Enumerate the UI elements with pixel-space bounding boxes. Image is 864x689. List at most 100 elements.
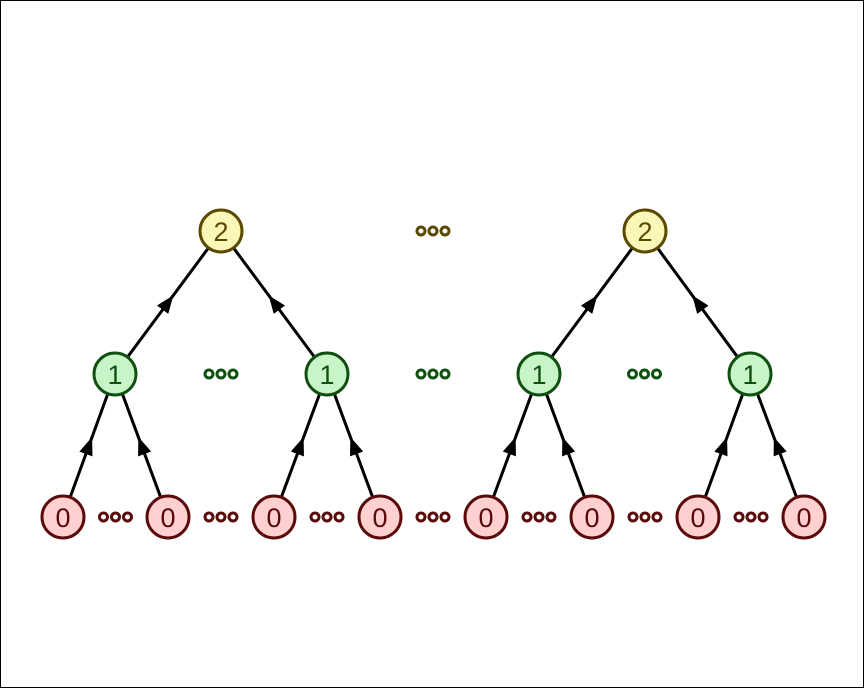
- node-level0-5: 0: [569, 494, 615, 540]
- ellipsis-level2-10: [415, 225, 451, 237]
- node-level0-7: 0: [781, 494, 827, 540]
- ellipsis-dot: [203, 511, 215, 523]
- ellipsis-level0-2: [309, 511, 345, 523]
- node-level2-1: 2: [622, 208, 668, 254]
- arrowhead-l0-0-to-l1-0: [79, 437, 93, 457]
- node-label: 0: [478, 503, 493, 533]
- node-level0-6: 0: [675, 494, 721, 540]
- arrowhead-l0-2-to-l1-1: [290, 437, 304, 457]
- node-circle: [569, 494, 615, 540]
- ellipsis-level0-4: [521, 511, 557, 523]
- ellipsis-dot: [427, 511, 439, 523]
- ellipsis-level0-1: [203, 511, 239, 523]
- node-level1-3: 1: [727, 351, 773, 397]
- node-circle: [251, 494, 297, 540]
- arrowhead-l1-2-to-l2-1: [581, 295, 598, 314]
- node-label: 1: [742, 360, 757, 390]
- ellipsis-dot: [415, 368, 427, 380]
- node-circle: [727, 351, 773, 397]
- node-level1-1: 1: [304, 351, 350, 397]
- node-label: 1: [319, 360, 334, 390]
- ellipsis-dot: [333, 511, 345, 523]
- ellipsis-dot: [651, 368, 662, 380]
- node-level0-3: 0: [357, 494, 403, 540]
- ellipsis-level1-8: [415, 368, 451, 380]
- ellipsis-dot: [215, 511, 227, 523]
- node-circle: [622, 208, 668, 254]
- ellipsis-level0-6: [733, 511, 769, 523]
- arrowhead-l1-3-to-l2-1: [692, 295, 709, 314]
- ellipsis-dot: [203, 368, 215, 380]
- ellipsis-dot: [733, 511, 745, 523]
- node-label: 0: [266, 503, 281, 533]
- ellipsis-dot: [639, 368, 650, 380]
- node-circle: [304, 351, 350, 397]
- arrowhead-l0-7-to-l1-3: [773, 437, 787, 457]
- ellipsis-dot: [321, 511, 333, 523]
- node-circle: [40, 494, 86, 540]
- node-circle: [675, 494, 721, 540]
- ellipsis-dot: [98, 511, 109, 523]
- node-circle: [357, 494, 403, 540]
- ellipsis-dot: [757, 511, 769, 523]
- ellipsis-dot: [415, 225, 427, 237]
- node-level1-0: 1: [92, 351, 138, 397]
- node-label: 1: [531, 360, 546, 390]
- arrowhead-l1-0-to-l2-0: [157, 295, 174, 314]
- node-level0-4: 0: [463, 494, 509, 540]
- ellipsis-dot: [533, 511, 545, 523]
- node-level0-0: 0: [40, 494, 86, 540]
- ellipsis-dot: [545, 511, 557, 523]
- ellipsis-level0-3: [415, 511, 451, 523]
- ellipsis-dot: [227, 511, 239, 523]
- arrowhead-l1-1-to-l2-0: [268, 295, 285, 314]
- ellipsis-dot: [627, 368, 638, 380]
- ellipsis-dot: [122, 511, 133, 523]
- ellipsis-dot: [110, 511, 121, 523]
- ellipsis-level0-0: [98, 511, 133, 523]
- node-circle: [781, 494, 827, 540]
- ellipsis-level1-9: [627, 368, 662, 380]
- ellipsis-level0-5: [627, 511, 663, 523]
- ellipsis-dot: [745, 511, 757, 523]
- node-level0-2: 0: [251, 494, 297, 540]
- ellipsis-dot: [309, 511, 321, 523]
- node-label: 1: [107, 360, 122, 390]
- ellipsis-dot: [439, 225, 451, 237]
- node-label: 2: [213, 217, 228, 247]
- ellipsis-dot: [227, 368, 239, 380]
- node-label: 0: [372, 503, 387, 533]
- node-circle: [92, 351, 138, 397]
- node-label: 0: [796, 503, 811, 533]
- node-circle: [145, 494, 191, 540]
- ellipsis-level1-7: [203, 368, 239, 380]
- node-label: 2: [637, 217, 652, 247]
- node-circle: [198, 208, 244, 254]
- ellipsis-dot: [427, 225, 439, 237]
- node-circle: [516, 351, 562, 397]
- node-label: 0: [584, 503, 599, 533]
- arrowhead-l0-1-to-l1-0: [138, 437, 152, 457]
- arrowhead-l0-5-to-l1-2: [562, 437, 576, 457]
- ellipsis-dot: [627, 511, 639, 523]
- arrowhead-l0-6-to-l1-3: [714, 437, 728, 457]
- node-level0-1: 0: [145, 494, 191, 540]
- ellipsis-dot: [415, 511, 427, 523]
- ellipsis-dot: [639, 511, 651, 523]
- node-label: 0: [55, 503, 70, 533]
- node-label: 0: [160, 503, 175, 533]
- arrowhead-l0-3-to-l1-1: [350, 437, 364, 457]
- node-label: 0: [690, 503, 705, 533]
- arrowhead-l0-4-to-l1-2: [502, 437, 516, 457]
- ellipsis-dot: [439, 511, 451, 523]
- node-level2-0: 2: [198, 208, 244, 254]
- node-level1-2: 1: [516, 351, 562, 397]
- ellipsis-dot: [215, 368, 227, 380]
- node-circle: [463, 494, 509, 540]
- ellipsis-dot: [521, 511, 533, 523]
- ellipsis-dot: [427, 368, 439, 380]
- ellipsis-dot: [651, 511, 663, 523]
- ellipsis-dot: [439, 368, 451, 380]
